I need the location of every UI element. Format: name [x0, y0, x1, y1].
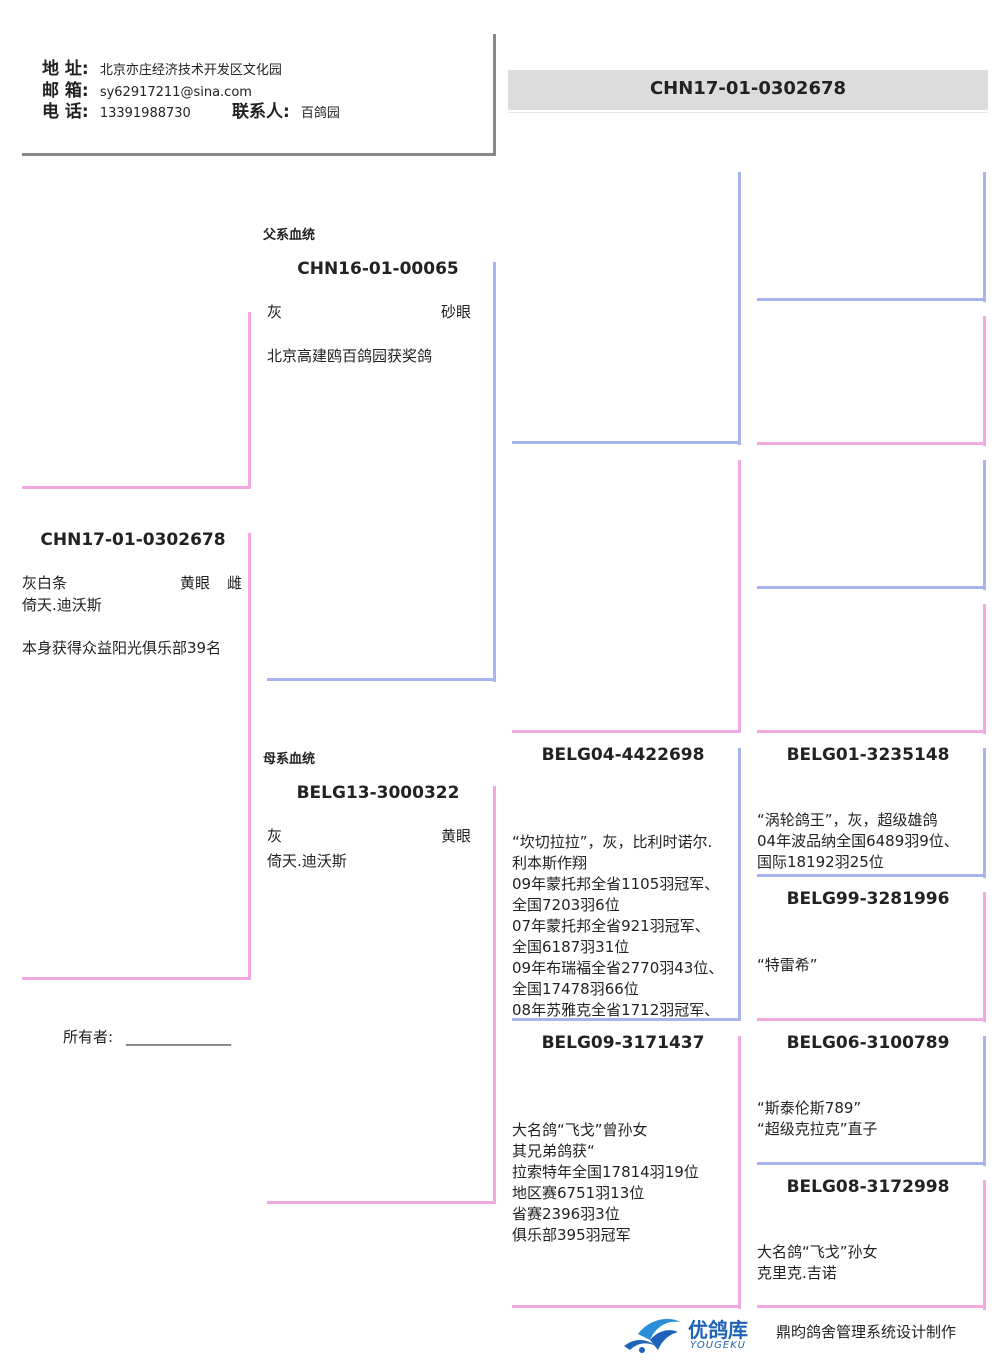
- dam-dam-border: [738, 1036, 741, 1309]
- dam-eye: 黄眼: [441, 827, 472, 845]
- sire-dam-border: [738, 460, 741, 733]
- sire-section-label: 父系血统: [263, 228, 316, 243]
- g4-1-border: [983, 172, 986, 302]
- dddd-note: 大名鸽“飞戈”孙女 克里克.吉诺: [757, 1243, 878, 1282]
- dam-section-label: 母系血统: [263, 752, 316, 767]
- title-underline: [508, 112, 988, 113]
- subject-ring: CHN17-01-0302678: [40, 530, 226, 550]
- sire-dam-bottom: [512, 730, 741, 733]
- g4-3-bottom: [757, 586, 986, 589]
- ddss-ring: BELG01-3235148: [786, 745, 950, 765]
- ddsd-border: [983, 892, 986, 1022]
- ddss-note: “涡轮鸽王”，灰，超级雄鸽 04年波品纳全国6489羽9位、 国际18192羽2…: [757, 811, 959, 871]
- dam-color: 灰: [267, 827, 283, 845]
- subject-top-connector: [248, 312, 251, 489]
- dam-dam-ring: BELG09-3171437: [541, 1033, 705, 1053]
- subject-note: 本身获得众益阳光俱乐部39名: [22, 639, 222, 657]
- ddss-border: [983, 748, 986, 878]
- logo-cn: 优鸽库: [688, 1318, 748, 1342]
- g4-4-bottom: [757, 730, 986, 733]
- ddds-border: [983, 1036, 986, 1166]
- ddsd-bottom: [757, 1018, 986, 1021]
- ddsd-ring: BELG99-3281996: [786, 889, 950, 909]
- contact-box-border-bottom: [22, 153, 496, 156]
- dam-sire-border: [738, 748, 741, 1021]
- dddd-bottom: [757, 1305, 986, 1308]
- dam-sire-note: “坎切拉拉”，灰，比利时诺尔. 利本斯作翔 09年蒙托邦全省1105羽冠军、 全…: [512, 833, 724, 1019]
- ddds-bottom: [757, 1162, 986, 1165]
- address-value: 北京亦庄经济技术开发区文化园: [99, 63, 282, 78]
- sire-sire-border: [738, 172, 741, 445]
- dam-dam-bottom: [512, 1305, 741, 1308]
- dam-right-border: [493, 786, 496, 1204]
- subject-line: 倚天.迪沃斯: [22, 596, 102, 614]
- sire-sire-bottom: [512, 441, 741, 444]
- contact-box: 地 址: 北京亦庄经济技术开发区文化园 邮 箱: sy62917211@sina…: [22, 34, 497, 156]
- dam-sire-bottom: [512, 1018, 741, 1021]
- g4-2-bottom: [757, 442, 986, 445]
- ddsd-note: “特雷希”: [757, 956, 818, 974]
- phone-value: 13391988730: [99, 106, 191, 121]
- dam-line: 倚天.迪沃斯: [267, 852, 347, 870]
- owner-label: 所有者:: [63, 1028, 114, 1046]
- title-ring-number: CHN17-01-0302678: [649, 78, 847, 99]
- owner-blank: ______________: [126, 1028, 231, 1046]
- title-bar: [508, 70, 988, 110]
- subject-bottom-line: [22, 977, 251, 980]
- dam-sire-ring: BELG04-4422698: [541, 745, 705, 765]
- pigeon-wave-icon: [624, 1318, 680, 1353]
- ddds-note: “斯泰伦斯789” “超级克拉克”直子: [757, 1099, 878, 1138]
- sire-color: 灰: [267, 303, 283, 321]
- address-row: 地 址: 北京亦庄经济技术开发区文化园: [42, 54, 282, 79]
- subject-sex: 雌: [227, 574, 243, 592]
- g4-3-border: [983, 460, 986, 590]
- email-row: 邮 箱: sy62917211@sina.com: [42, 76, 252, 101]
- g4-1-bottom: [757, 298, 986, 301]
- dam-ring: BELG13-3000322: [296, 783, 460, 803]
- email-label: 邮 箱:: [42, 81, 89, 101]
- footer-credit: 鼎昀鸽舍管理系统设计制作: [776, 1323, 957, 1341]
- phone-label: 电 话:: [42, 102, 89, 122]
- subject-top-line: [22, 486, 251, 489]
- address-label: 地 址:: [42, 59, 89, 79]
- sire-right-border: [493, 262, 496, 682]
- email-value: sy62917211@sina.com: [99, 85, 252, 100]
- dddd-ring: BELG08-3172998: [786, 1177, 950, 1197]
- subject-color: 灰白条: [22, 574, 68, 592]
- subject-eye: 黄眼: [180, 574, 211, 592]
- contact-label: 联系人:: [232, 102, 290, 122]
- logo-en: YOUGEKU: [690, 1340, 746, 1351]
- sire-note: 北京高建鸥百鸽园获奖鸽: [267, 347, 433, 365]
- contact-box-border-right: [493, 34, 496, 156]
- g4-2-border: [983, 316, 986, 446]
- contact-value: 百鸽园: [300, 106, 340, 121]
- dam-dam-note: 大名鸽“飞戈”曾孙女 其兄弟鸽获“ 拉索特年全国17814羽19位 地区赛675…: [512, 1121, 699, 1244]
- sire-ring: CHN16-01-00065: [297, 259, 459, 279]
- yougeku-logo: 优鸽库 YOUGEKU: [620, 1312, 760, 1358]
- subject-right-border: [248, 533, 251, 980]
- sire-bottom-line: [267, 678, 496, 681]
- phone-row: 电 话: 13391988730: [42, 97, 191, 122]
- g4-4-border: [983, 604, 986, 734]
- dam-bottom-line: [267, 1201, 496, 1204]
- dddd-border: [983, 1180, 986, 1310]
- sire-eye: 砂眼: [441, 303, 472, 321]
- ddds-ring: BELG06-3100789: [786, 1033, 950, 1053]
- ddss-bottom: [757, 874, 986, 877]
- contact-row: 联系人: 百鸽园: [232, 97, 340, 122]
